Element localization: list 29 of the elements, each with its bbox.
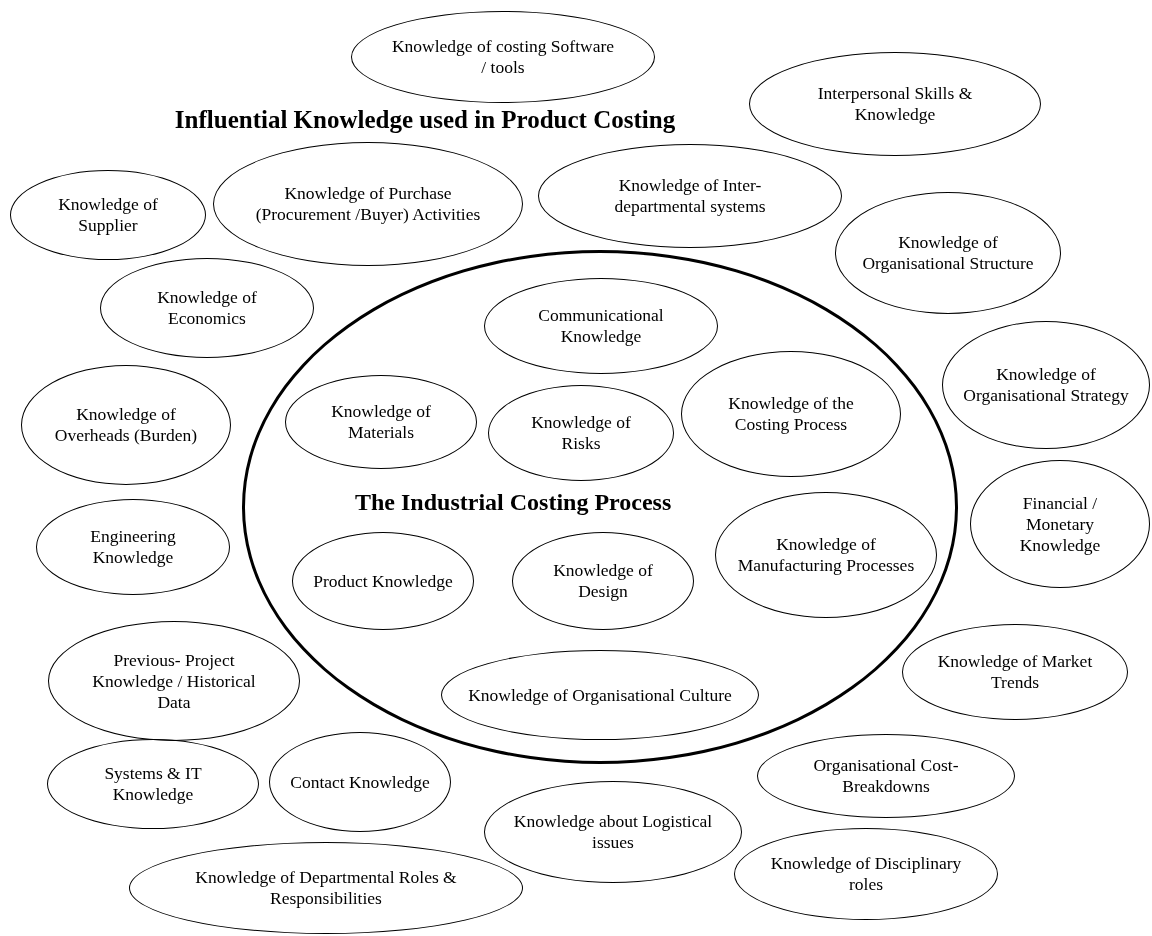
- node-label: Financial / Monetary Knowledge: [1018, 492, 1102, 556]
- node-label: Knowledge about Logistical issues: [512, 811, 714, 853]
- node-label: Knowledge of Organisational Strategy: [962, 364, 1130, 406]
- node-label: Knowledge of Disciplinary roles: [769, 853, 963, 895]
- node-label: Knowledge of Purchase (Procurement /Buyer) Activities: [254, 183, 482, 225]
- node-label: Contact Knowledge: [289, 771, 431, 793]
- group-heading: The Industrial Costing Process: [355, 489, 672, 516]
- node-label: Product Knowledge: [312, 570, 454, 592]
- node-label: Knowledge of Organisational Structure: [861, 232, 1035, 274]
- node-label: Organisational Cost-Breakdowns: [812, 755, 960, 797]
- node-label: Knowledge of costing Software / tools: [390, 36, 616, 78]
- node-label: Systems & IT Knowledge: [103, 763, 203, 805]
- node-label: Knowledge of Overheads (Burden): [53, 404, 199, 446]
- node-label: Knowledge of Market Trends: [936, 651, 1094, 693]
- node-label: Knowledge of Risks: [530, 412, 632, 454]
- node-label: Knowledge of Inter-departmental systems: [613, 175, 767, 217]
- node-label: Knowledge of Departmental Roles & Responsibilities: [194, 867, 458, 909]
- node-label: Knowledge of Supplier: [57, 194, 159, 236]
- node-label: Knowledge of Materials: [330, 401, 432, 443]
- node-label: Knowledge of Organisational Culture: [467, 684, 733, 706]
- node-label: Previous- Project Knowledge / Historical Data: [91, 649, 257, 713]
- diagram-title: Influential Knowledge used in Product Costing: [173, 106, 677, 134]
- node-label: Knowledge of the Costing Process: [727, 393, 855, 435]
- node-label: Interpersonal Skills & Knowledge: [816, 83, 974, 125]
- node-label: Engineering Knowledge: [89, 526, 177, 568]
- node-label: Communicational Knowledge: [537, 305, 665, 347]
- node-label: Knowledge of Design: [552, 560, 654, 602]
- node-label: Knowledge of Economics: [156, 287, 258, 329]
- node-label: Knowledge of Manufacturing Processes: [736, 534, 916, 576]
